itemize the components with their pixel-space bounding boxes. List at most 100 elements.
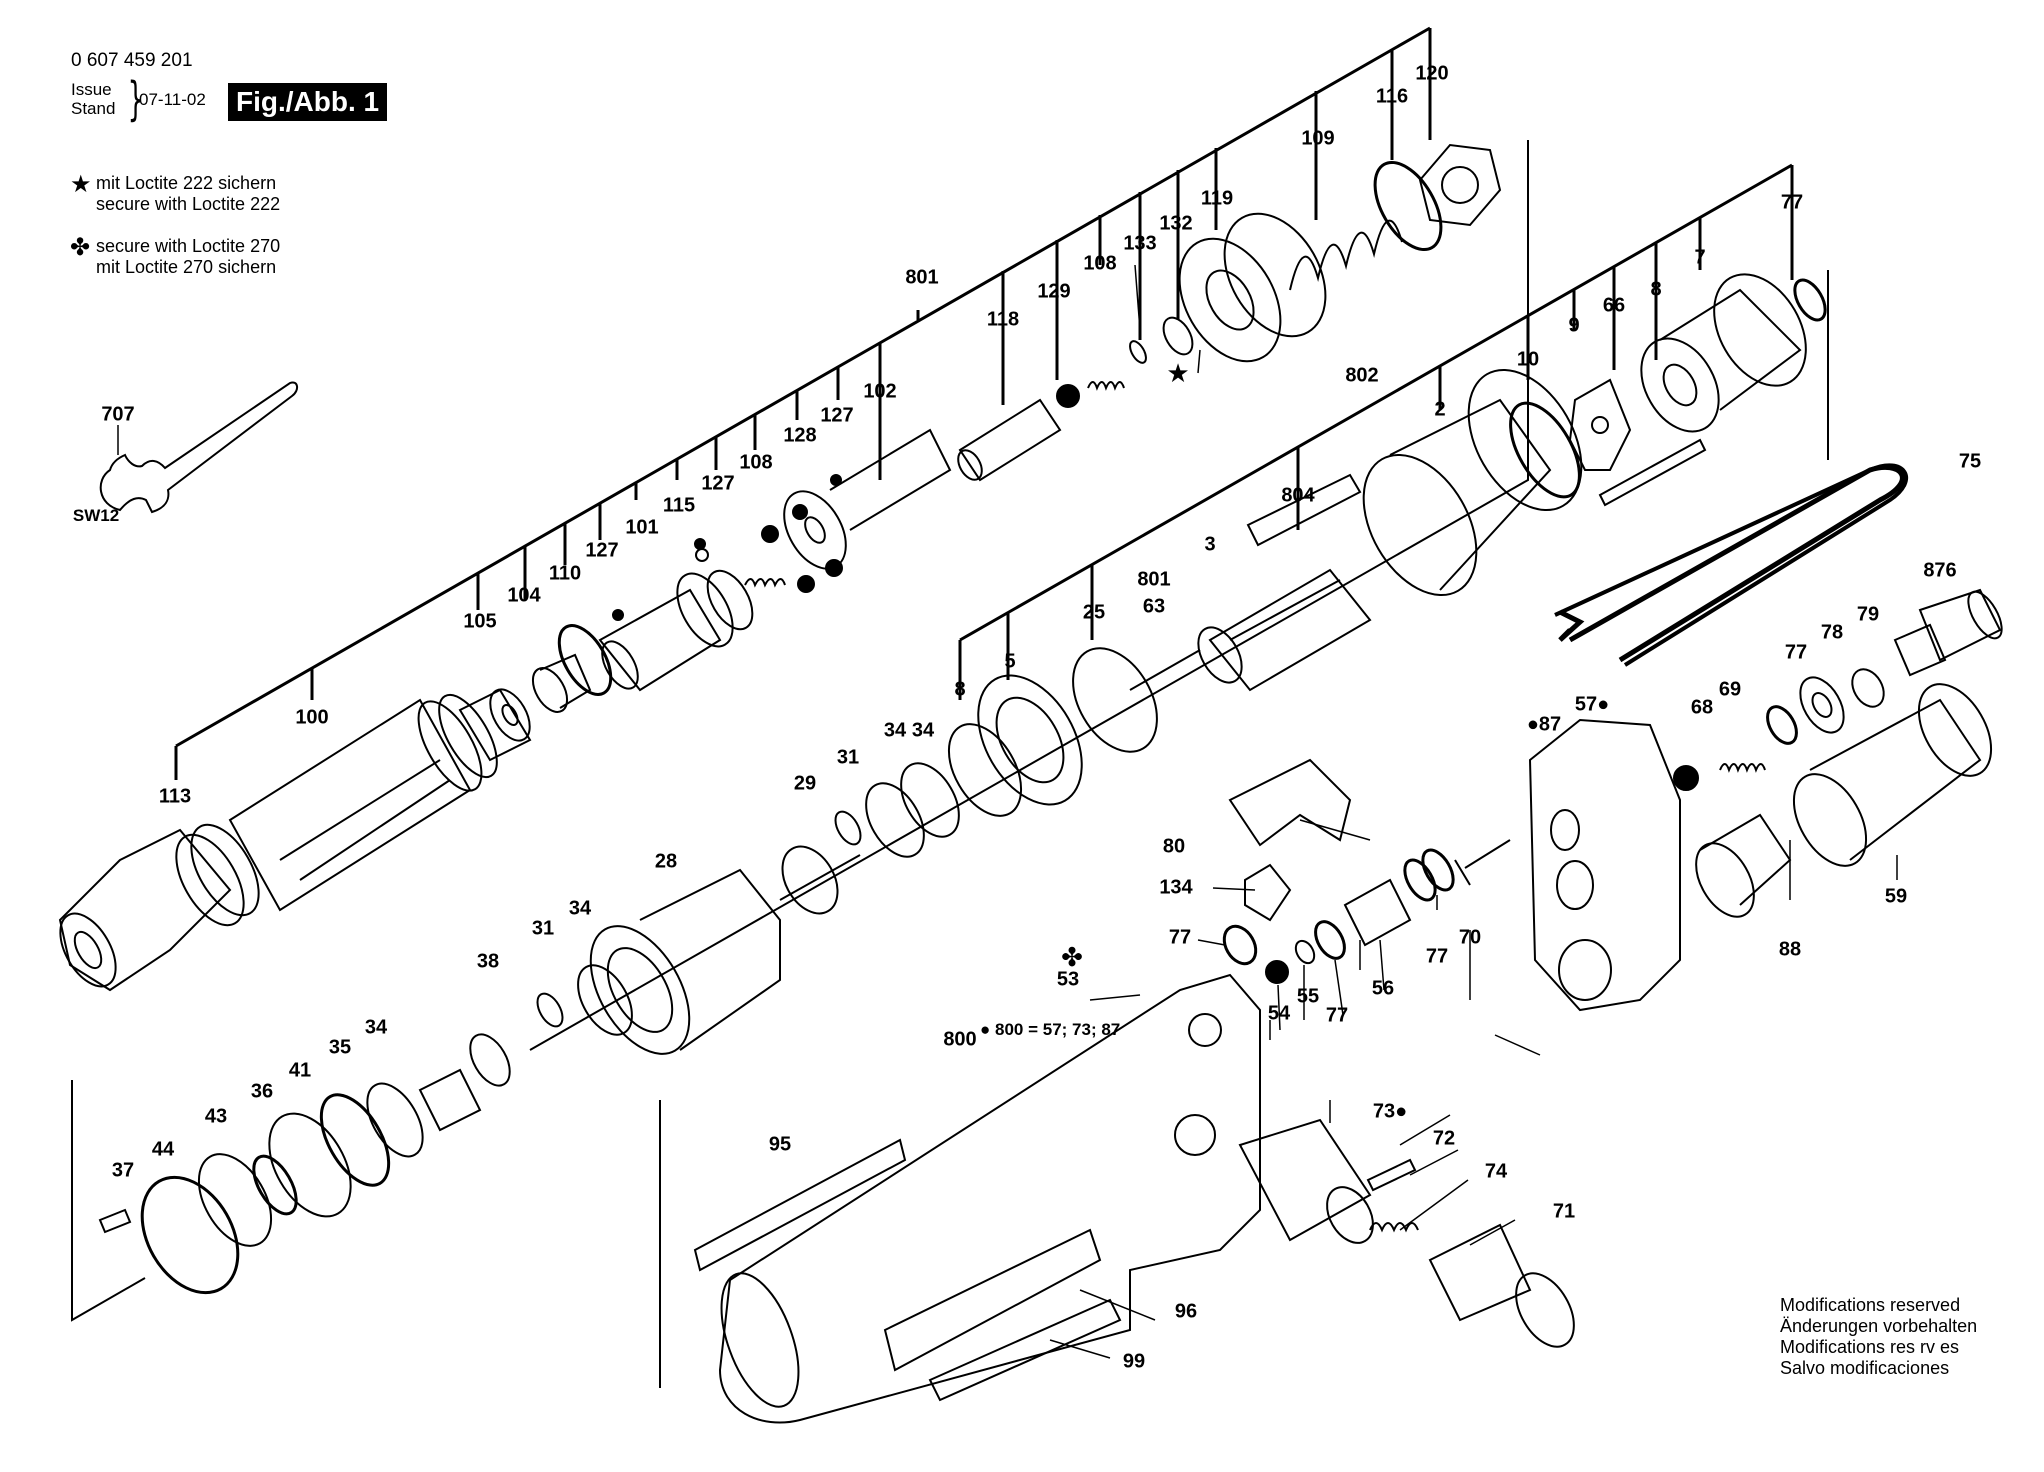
callout-96: 96 <box>1174 1300 1198 1323</box>
issue-line-1: Issue <box>71 80 112 99</box>
callout-28: 28 <box>654 850 678 873</box>
modifications-line-1: Modifications reserved <box>1780 1295 1961 1315</box>
part-876-fitting <box>1893 588 2003 677</box>
legend-star-line-1: mit Loctite 222 sichern <box>96 173 277 193</box>
callout-876: 876 <box>1923 559 1957 582</box>
part-59-cylinder <box>1792 683 1993 867</box>
issue-line-2: Stand <box>71 99 116 118</box>
callout-5: 5 <box>1004 650 1016 673</box>
part-127-ball-c <box>830 474 842 486</box>
legend-star: ★ mit Loctite 222 sichern secure with Lo… <box>70 173 281 215</box>
part-34-washer-d <box>366 1082 424 1158</box>
callout-44: 44 <box>151 1138 175 1161</box>
callout-71: 71 <box>1552 1200 1576 1223</box>
callout-88: 88 <box>1778 938 1802 961</box>
part-88 <box>1695 813 1792 918</box>
modifications-note: Modifications reserved Änderungen vorbeh… <box>1780 1295 1977 1379</box>
callout-38: 38 <box>476 950 500 973</box>
callout-75: 75 <box>1958 450 1982 473</box>
callout-801-top: 801 <box>905 266 939 289</box>
callout-34-d: 34 <box>364 1016 388 1039</box>
callout-102: 102 <box>863 380 897 403</box>
part-31-gear-b <box>536 992 564 1028</box>
callout-77-c: 77 <box>1168 926 1192 949</box>
part-38 <box>418 1033 511 1132</box>
callout-53: 53 <box>1056 968 1080 991</box>
part-116 <box>1373 160 1443 252</box>
part-28-sleeve <box>589 868 781 1055</box>
callout-77-b: 77 <box>1784 641 1808 664</box>
part-115-pin <box>695 548 709 562</box>
callout-57-text: 57 <box>1574 693 1598 716</box>
callout-800: 800 <box>943 1028 977 1051</box>
callout-2: 2 <box>1434 398 1446 421</box>
callout-8-b: 8 <box>954 678 966 701</box>
assembly-note-text: 800 = 57; 73; 87 <box>995 1020 1121 1039</box>
part-119 <box>1178 212 1327 363</box>
part-127-ball-a <box>612 609 624 621</box>
figure-title: Fig./Abb. 1 <box>228 83 388 121</box>
callout-73-text: 73 <box>1372 1100 1396 1123</box>
star-icon-132: ★ <box>1166 359 1190 389</box>
part-110-ring <box>557 624 613 696</box>
callout-133: 133 <box>1123 232 1157 255</box>
callout-sw12: SW12 <box>72 506 120 525</box>
clover-icon-53: ✤ <box>1061 943 1083 973</box>
part-128-ball-a <box>761 525 779 543</box>
leader-lines <box>117 264 1898 1359</box>
part-78-hole <box>1811 692 1833 718</box>
part-75-hose-b <box>1554 463 1909 667</box>
callout-77-e: 77 <box>1325 1004 1349 1027</box>
part-55-washer <box>1294 939 1316 965</box>
callout-804: 804 <box>1281 484 1315 507</box>
part-108-spring-b <box>1087 381 1125 391</box>
part-95-label <box>693 1138 907 1272</box>
legend-clover: ✤ secure with Loctite 270 mit Loctite 27… <box>70 236 280 278</box>
part-29 <box>779 845 861 915</box>
clover-icon: ✤ <box>70 234 91 261</box>
part-56 <box>1343 878 1412 947</box>
part-34-washer-b <box>900 762 960 838</box>
callout-87: ●87 <box>1526 713 1562 736</box>
part-57-plate <box>1528 718 1681 1012</box>
callout-77-d: 77 <box>1425 945 1449 968</box>
part-118 <box>957 398 1062 482</box>
callout-110: 110 <box>548 562 582 585</box>
part-96-strip <box>883 1228 1102 1372</box>
part-105 <box>458 688 532 762</box>
callout-127-c: 127 <box>585 539 619 562</box>
callout-108-top: 108 <box>1083 252 1117 275</box>
panel-outline-top <box>71 140 1529 1322</box>
part-800-handle <box>718 973 1261 1424</box>
part-36-ring <box>252 1154 298 1216</box>
part-100-body <box>228 693 498 912</box>
part-7-endplate <box>1640 273 1807 433</box>
callout-59: 59 <box>1884 885 1908 908</box>
part-104 <box>531 653 592 713</box>
part-804-vane <box>1246 473 1362 547</box>
callout-73: 73● <box>1372 1100 1408 1123</box>
part-77-oring-f <box>1421 848 1455 892</box>
part-35-ring <box>319 1093 391 1187</box>
callout-118: 118 <box>986 308 1020 331</box>
callout-132: 132 <box>1159 212 1193 235</box>
legend-star-line-2: secure with Loctite 222 <box>96 194 281 214</box>
part-69-spring <box>1719 763 1766 773</box>
part-68-ball <box>1673 765 1699 791</box>
callout-108-b: 108 <box>739 451 773 474</box>
callout-34-c: 34 <box>568 897 592 920</box>
part-80-clip <box>1228 758 1352 847</box>
part-5-gearring <box>947 674 1083 817</box>
callout-36: 36 <box>250 1080 274 1103</box>
part-10-ring <box>1509 401 1581 499</box>
callout-3: 3 <box>1204 533 1216 556</box>
part-70-screw <box>1454 839 1511 886</box>
callout-115: 115 <box>662 494 696 517</box>
callout-95: 95 <box>768 1133 792 1156</box>
part-129-ball <box>1056 384 1080 408</box>
legend-clover-line-2: mit Loctite 270 sichern <box>96 257 277 277</box>
callout-70: 70 <box>1458 926 1482 949</box>
callout-78: 78 <box>1820 621 1844 644</box>
modifications-line-4: Salvo modificaciones <box>1780 1358 1950 1378</box>
callout-55: 55 <box>1296 985 1320 1008</box>
